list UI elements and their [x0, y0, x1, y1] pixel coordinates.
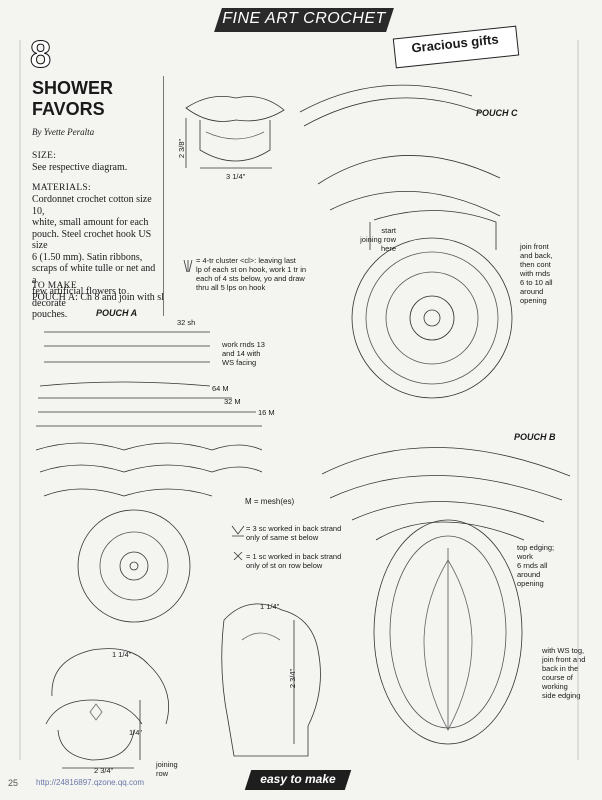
pouch-b-edging-note: top edging; work 6 rnds all around openi…	[517, 543, 554, 588]
title-line-1: SHOWER	[32, 78, 113, 98]
note-line: with rnds	[520, 269, 551, 278]
dim-a-side: 1/4"	[129, 728, 143, 737]
count-32-sh: 32 sh	[177, 318, 196, 327]
pouch-c-join-note: join front and back, then cont with rnds…	[520, 242, 553, 305]
note-line: join front	[520, 242, 549, 251]
materials-line: pouches.	[32, 309, 68, 320]
pouch-b-label: POUCH B	[514, 432, 556, 442]
materials-line: scraps of white tulle or net and a	[32, 263, 156, 286]
note-line: joining row	[360, 235, 396, 244]
legend-sc-one: = 1 sc worked in back strand only of st …	[246, 552, 341, 570]
note-line: around	[517, 570, 541, 579]
note-line: and back,	[520, 251, 553, 260]
pouch-c-label: POUCH C	[476, 108, 518, 118]
materials-line: white, small amount for each	[32, 217, 149, 228]
note-line: row	[156, 769, 169, 778]
legend-line: each of 4 sts below, yo and draw	[196, 274, 305, 283]
make-heading: TO MAKE	[32, 281, 77, 291]
pouch-b-join-note: with WS tog, join front and back in the …	[542, 646, 585, 700]
note-line: then cont	[520, 260, 551, 269]
materials-line: 6 (1.50 mm). Satin ribbons,	[32, 251, 143, 263]
legend-line: lp of each st on hook, work 1 tr in	[196, 265, 307, 274]
materials-line: Cordonnet crochet cotton size 10,	[32, 194, 152, 217]
note-line: opening	[517, 579, 544, 588]
pouch-c-chart	[299, 84, 513, 399]
note-line: side edging	[542, 691, 581, 700]
materials-heading: MATERIALS:	[32, 183, 91, 193]
materials-line: pouch. Steel crochet hook US size	[32, 228, 152, 252]
materials-line: few artificial flowers to decorate	[32, 286, 127, 309]
legend-line: = 4-tr cluster <cl>: leaving last	[196, 256, 296, 265]
note-line: join front and	[542, 655, 586, 664]
legend-symbols	[183, 259, 245, 561]
pouch-a-chart	[35, 331, 263, 497]
pouch-a-motif	[77, 509, 191, 623]
note-line: course of	[542, 673, 573, 682]
pouch-b-chart	[321, 447, 571, 745]
note-line: 6 rnds all	[517, 561, 548, 570]
legend-line: = 1 sc worked in back strand	[246, 552, 342, 561]
footer-label: easy to make	[260, 772, 336, 786]
pouch-a-label: POUCH A	[96, 308, 138, 318]
count-64-m: 64 M	[212, 384, 229, 393]
header-title: FINE ART CROCHET	[222, 10, 386, 27]
note-line: and 14 with	[222, 349, 261, 358]
legend-line: thru all 5 lps on hook	[196, 283, 266, 292]
dim-a-top: 1 1/4"	[112, 650, 132, 659]
note-line: work rnds 13	[222, 340, 265, 349]
legend-sc-back: = 3 sc worked in back strand only of sam…	[246, 524, 341, 542]
legend-line: only of st on row below	[246, 561, 323, 570]
article-title: SHOWER FAVORS	[32, 78, 152, 120]
note-line: opening	[520, 296, 547, 305]
note-line: around	[520, 287, 544, 296]
legend-line: only of same st below	[246, 533, 319, 542]
dim-a-width: 2 3/4"	[94, 766, 114, 775]
pattern-number: 8	[29, 34, 52, 77]
joining-row-note: joining row	[156, 760, 178, 778]
page-number: 25	[8, 778, 19, 788]
size-heading: SIZE:	[32, 151, 57, 161]
column-divider	[163, 76, 164, 316]
note-line: back in the	[542, 664, 579, 673]
note-line: work	[517, 552, 533, 561]
legend-cluster: = 4-tr cluster <cl>: leaving last lp of …	[196, 256, 326, 292]
size-text: See respective diagram.	[32, 162, 128, 173]
note-line: here	[380, 244, 396, 253]
note-line: start	[381, 226, 396, 235]
dim-b-top: 1 1/4"	[260, 602, 280, 611]
start-joining-note: start joining row here	[336, 226, 396, 253]
watermark-url[interactable]: http://24816897.qzone.qq.com	[36, 778, 145, 787]
pouch-b-schematic	[221, 603, 321, 757]
pouch-a-schematic	[45, 648, 169, 769]
title-line-2: FAVORS	[32, 99, 105, 119]
dim-c-width: 3 1/4"	[226, 172, 246, 181]
pouch-c-schematic	[185, 95, 285, 169]
materials-text: Cordonnet crochet cotton size 10, white,…	[32, 194, 162, 321]
legend-mesh: M = mesh(es)	[245, 497, 295, 506]
make-text: POUCH A: Ch 8 and join with sl	[32, 292, 164, 303]
byline: By Yvette Peralta	[32, 127, 95, 137]
note-line: with WS tog,	[542, 646, 585, 655]
note-line: working	[542, 682, 568, 691]
legend-line: = 3 sc worked in back strand	[246, 524, 342, 533]
rounds-note: work rnds 13 and 14 with WS facing	[222, 340, 265, 367]
count-32-m: 32 M	[224, 397, 241, 406]
note-line: top edging;	[517, 543, 555, 552]
note-line: joining	[156, 760, 178, 769]
count-16-m: 16 M	[258, 408, 275, 417]
note-line: WS facing	[222, 358, 257, 367]
note-line: 6 to 10 all	[520, 278, 553, 287]
